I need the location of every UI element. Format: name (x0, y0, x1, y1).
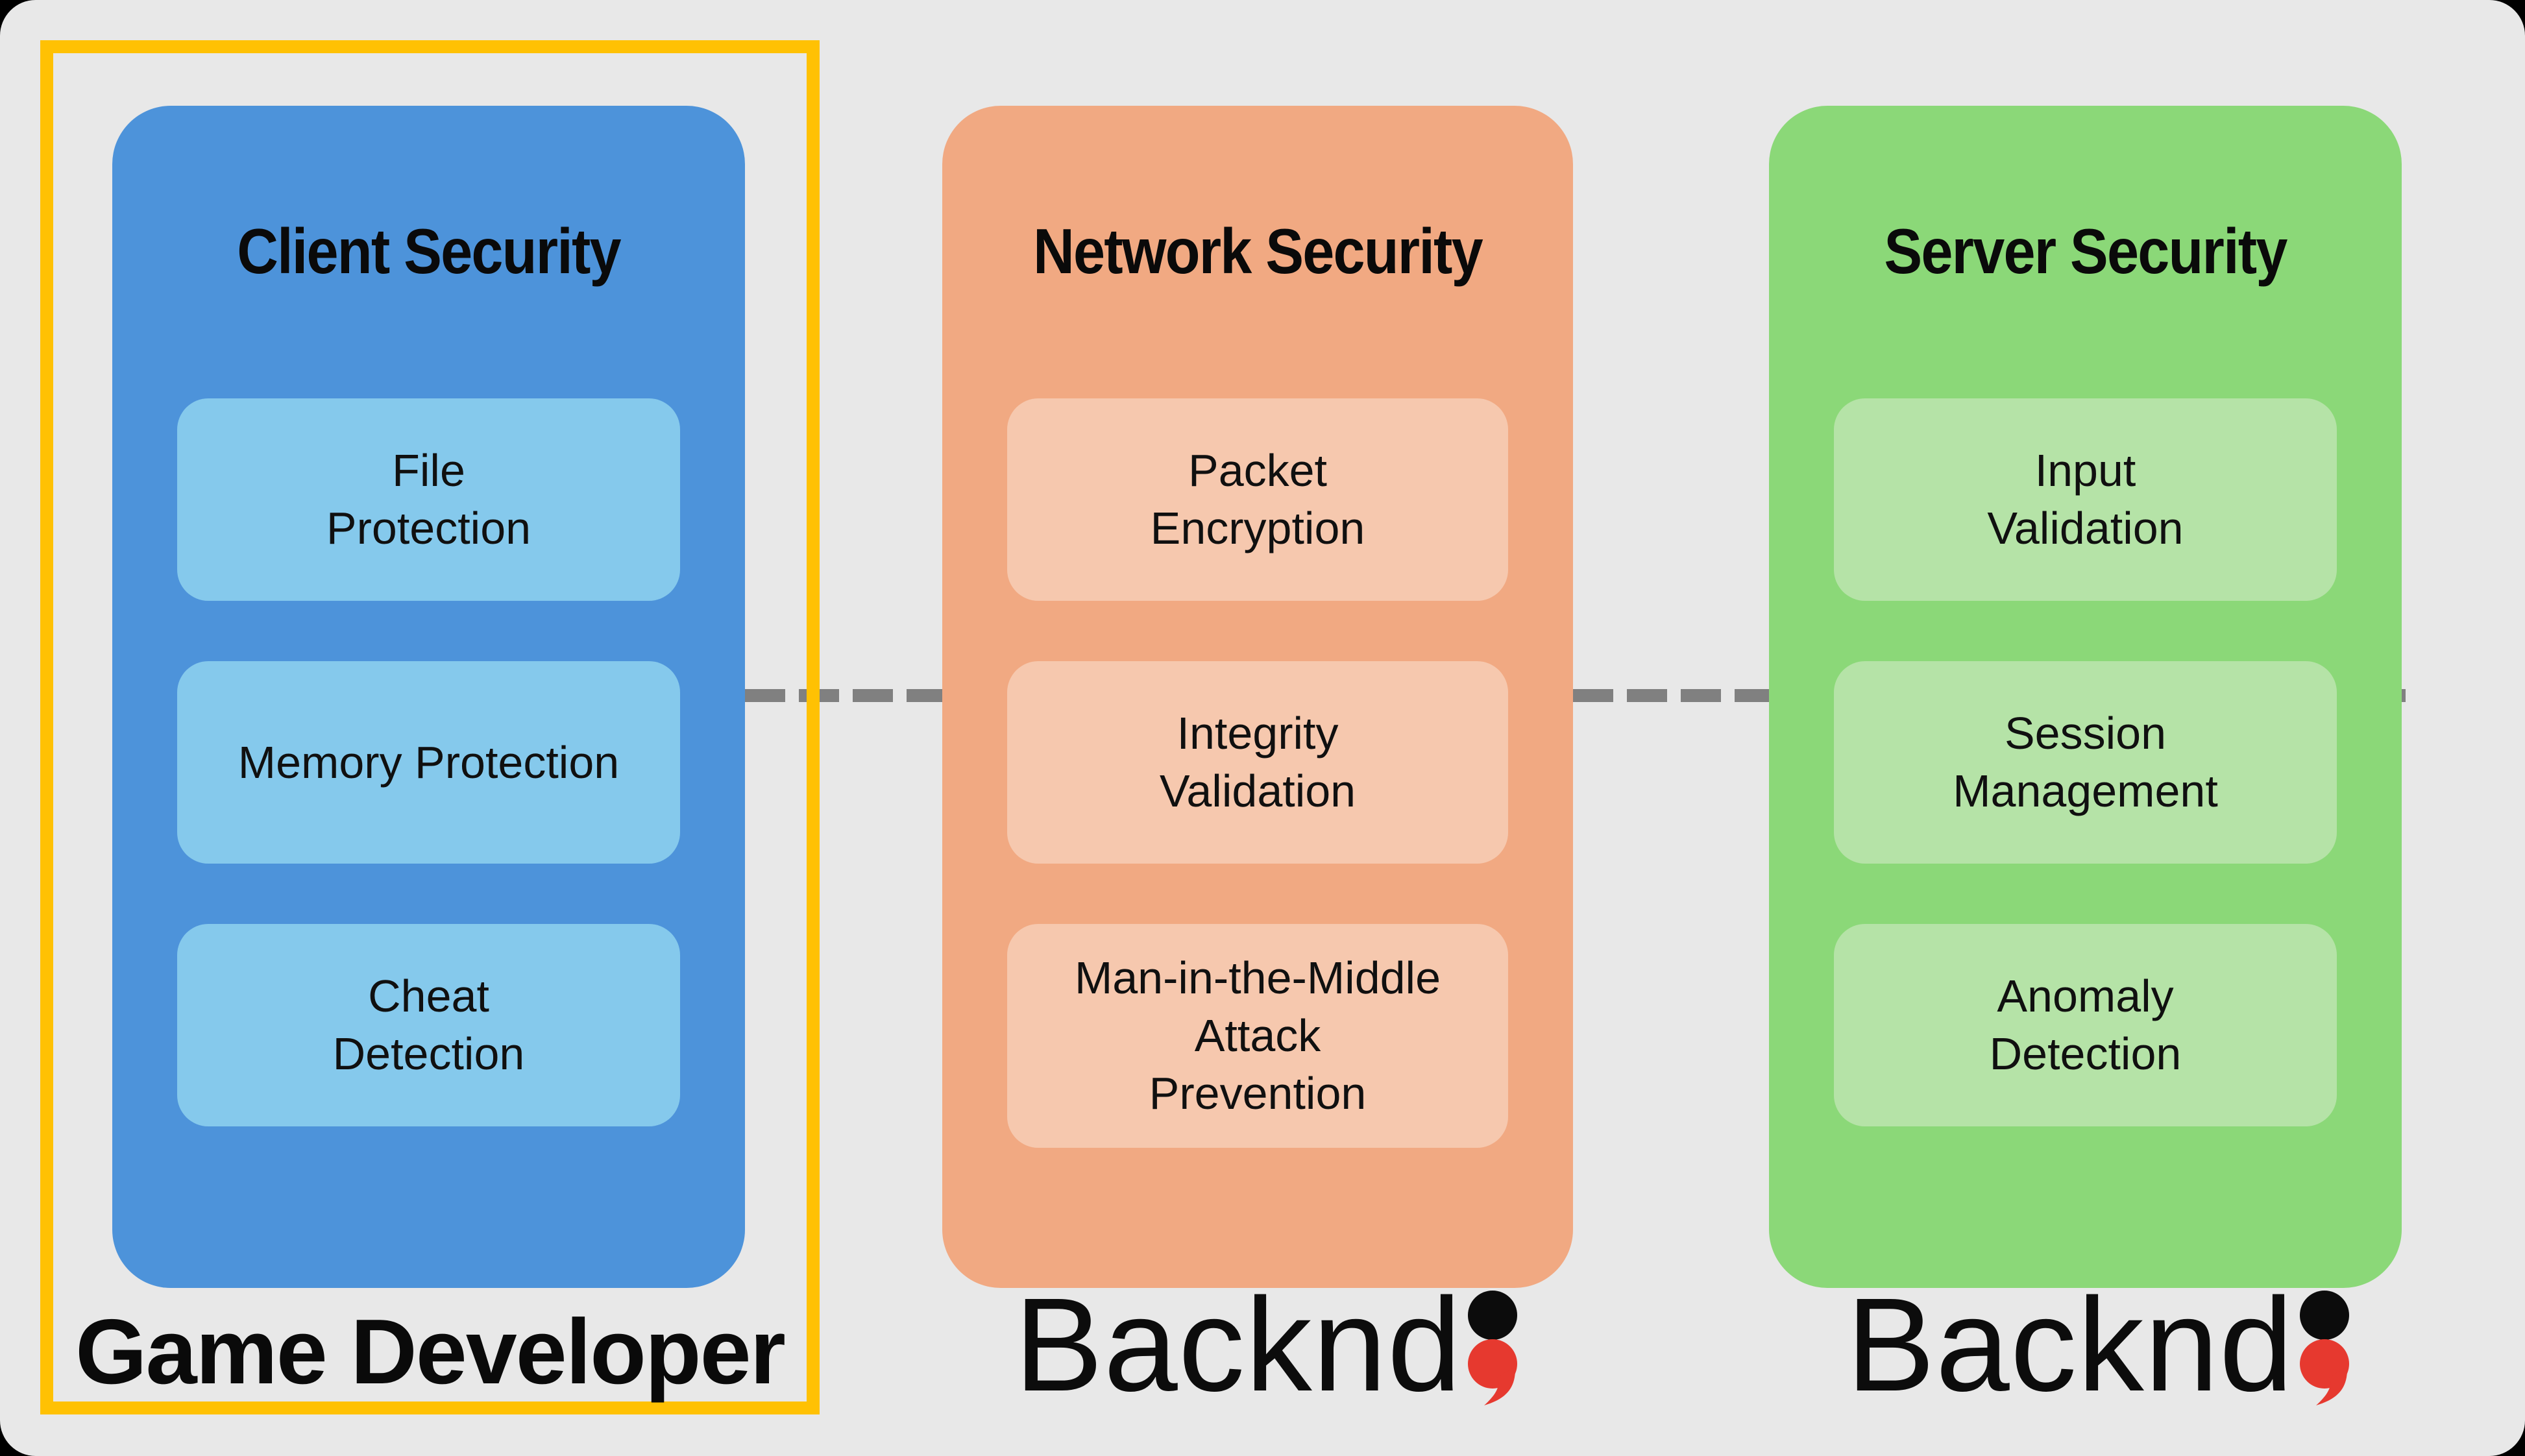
feature-box-input-validation: Input Validation (1834, 398, 2337, 601)
box-label-line: Validation (1987, 503, 2184, 553)
feature-box-memory-protection: Memory Protection (177, 661, 680, 864)
connector-dashed-line-left (745, 689, 942, 702)
feature-box-anomaly-detection: Anomaly Detection (1834, 924, 2337, 1126)
box-label-line: Session (2004, 708, 2167, 759)
box-label-line: Attack (1194, 1010, 1321, 1062)
box-label-line: Detection (332, 1028, 525, 1079)
column-title: Server Security (1884, 215, 2287, 287)
network-security-column: Network Security Packet Encryption Integ… (942, 106, 1573, 1288)
box-label-line: Cheat (368, 971, 489, 1022)
feature-box-integrity-validation: Integrity Validation (1007, 661, 1508, 864)
box-label-line: Detection (1989, 1028, 2182, 1079)
box-label-line: Integrity (1177, 708, 1339, 759)
box-label-line: Input (2034, 445, 2136, 496)
game-developer-highlight-frame (40, 40, 820, 1414)
box-label-line: Validation (1159, 766, 1356, 816)
box-label-line: Protection (326, 503, 531, 553)
box-label-line: Packet (1188, 445, 1327, 496)
column-title: Network Security (1033, 215, 1483, 287)
feature-box-session-management: Session Management (1834, 661, 2337, 864)
backnd-logo-text: Backnd (1014, 1270, 1462, 1419)
feature-box-cheat-detection: Cheat Detection (177, 924, 680, 1126)
box-label-line: Anomaly (1997, 971, 2174, 1022)
backnd-semicolon-icon (2299, 1291, 2349, 1405)
connector-dash-stub (2402, 689, 2406, 702)
feature-box-file-protection: File Protection (177, 398, 680, 601)
box-label-line: Encryption (1150, 503, 1365, 553)
box-label-line: Prevention (1149, 1067, 1367, 1119)
column-title: Client Security (237, 215, 621, 287)
box-label-line: Man-in-the-Middle (1074, 952, 1441, 1004)
feature-box-mitm-prevention: Man-in-the-Middle Attack Prevention (1007, 924, 1508, 1148)
box-label-line: File (392, 445, 465, 496)
server-security-column: Server Security Input Validation Session… (1769, 106, 2402, 1288)
backnd-logo: Backnd (1014, 1276, 1518, 1413)
backnd-logo: Backnd (1846, 1276, 2350, 1413)
box-label-line: Memory Protection (238, 736, 620, 788)
client-security-column: Client Security File Protection Memory P… (112, 106, 745, 1288)
game-developer-label: Game Developer (75, 1300, 786, 1403)
feature-box-packet-encryption: Packet Encryption (1007, 398, 1508, 601)
connector-dashed-line-right (1573, 689, 1769, 702)
backnd-logo-text: Backnd (1846, 1270, 2294, 1419)
backnd-semicolon-icon (1467, 1291, 1517, 1405)
box-label-line: Management (1953, 766, 2218, 816)
